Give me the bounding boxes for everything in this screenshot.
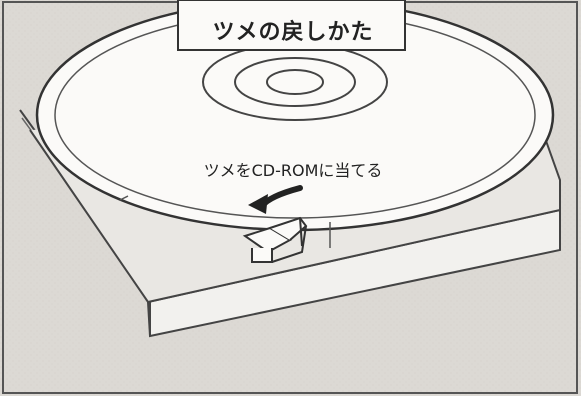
disc-center-hole (266, 69, 324, 95)
title-badge (177, 0, 406, 51)
disc-ring-middle (234, 57, 356, 107)
arrow-head-icon (248, 194, 268, 214)
illustration-title: ツメの戻しかた (212, 20, 374, 45)
tray-detail-line (119, 195, 129, 201)
illustration-caption: ツメをCD-ROMに当てる (203, 161, 383, 180)
tray-latch (242, 216, 308, 263)
